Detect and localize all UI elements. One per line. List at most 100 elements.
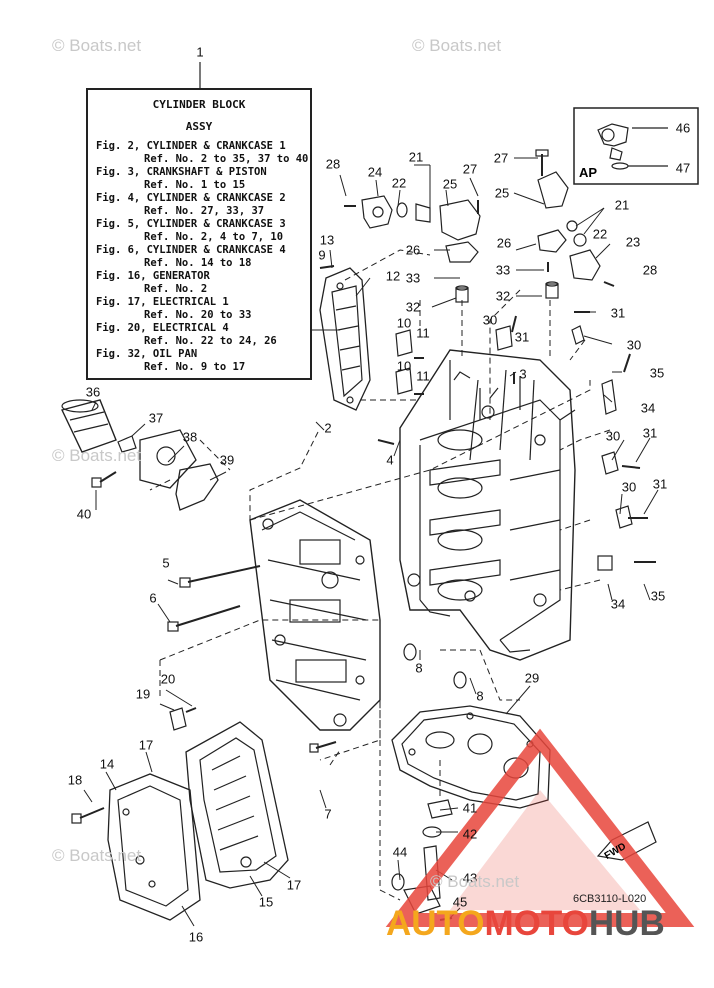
inset-label: AP: [579, 165, 598, 180]
callout: 11: [416, 325, 430, 341]
callout: 31: [652, 476, 668, 492]
callout: 45: [452, 894, 468, 910]
callout: 33: [405, 270, 421, 286]
callout: 26: [405, 242, 421, 258]
warning-triangle-logo: [385, 728, 695, 927]
callout: 8: [476, 688, 484, 704]
callout: 21: [408, 149, 424, 165]
callout: 30: [621, 479, 637, 495]
legend-box: CYLINDER BLOCK ASSY Fig. 2, CYLINDER & C…: [86, 88, 312, 380]
brand-part: AUTO: [386, 904, 485, 943]
watermark: © Boats.net: [52, 446, 142, 465]
callout: 8: [415, 660, 423, 676]
callout: 38: [182, 429, 198, 445]
legend-line: Ref. No. 9 to 17: [144, 361, 246, 373]
legend-line: Fig. 6, CYLINDER & CRANKCASE 4: [96, 244, 286, 256]
callout: 1: [196, 44, 204, 60]
callout: 20: [160, 671, 176, 687]
callout: 42: [462, 826, 478, 842]
callout: 9: [318, 247, 326, 263]
callout: 34: [610, 596, 626, 612]
callout: 26: [496, 235, 512, 251]
callout: 3: [519, 366, 527, 382]
legend-line: Ref. No. 20 to 33: [144, 309, 252, 321]
callout: 25: [494, 185, 510, 201]
oil-filter-parts: [61, 399, 219, 511]
callout: 22: [391, 175, 407, 191]
callout: 16: [188, 929, 204, 945]
small-parts: [361, 171, 633, 689]
callout: 32: [405, 299, 421, 315]
callout: 40: [76, 506, 92, 522]
callout: 31: [610, 305, 626, 321]
crankcase: [249, 499, 381, 731]
diagram-reference: 6CB3110-L020: [573, 893, 647, 905]
callout: 21: [614, 197, 630, 213]
callout: 27: [493, 150, 509, 166]
brand-logo: AUTOMOTOHUB: [386, 904, 665, 944]
legend-line: Fig. 16, GENERATOR: [96, 270, 210, 282]
exhaust-plate: [107, 707, 289, 921]
legend-title: CYLINDER BLOCK: [152, 98, 246, 111]
watermark: © Boats.net: [430, 872, 520, 891]
legend-subtitle: ASSY: [185, 120, 213, 133]
brand-part: MOTO: [484, 904, 589, 943]
callout: 39: [219, 452, 235, 468]
legend-line: Ref. No. 1 to 15: [144, 179, 246, 191]
callout: 5: [162, 555, 170, 571]
callout: 14: [99, 756, 115, 772]
callout: 10: [396, 315, 412, 331]
watermark: © Boats.net: [52, 846, 142, 865]
callout: 47: [675, 160, 691, 176]
callout: 32: [495, 288, 511, 304]
callout: 29: [524, 670, 540, 686]
exhaust-cover: [319, 267, 371, 411]
callout: 35: [650, 588, 666, 604]
callout: 10: [396, 358, 412, 374]
cylinder-block: [399, 349, 576, 661]
callout: 43: [462, 870, 478, 886]
callout: 11: [416, 368, 430, 384]
legend-line: Ref. No. 14 to 18: [144, 257, 252, 269]
callout: 2: [324, 420, 332, 436]
callout: 22: [592, 226, 608, 242]
callout: 28: [325, 156, 341, 172]
legend-line: Fig. 2, CYLINDER & CRANKCASE 1: [96, 140, 286, 152]
callout: 17: [138, 737, 154, 753]
legend-line: Ref. No. 27, 33, 37: [144, 205, 265, 217]
callout: 34: [640, 400, 656, 416]
legend-line: Fig. 17, ELECTRICAL 1: [96, 296, 229, 308]
callout: 24: [367, 164, 383, 180]
watermark: © Boats.net: [412, 36, 502, 55]
callout: 46: [675, 120, 691, 136]
legend-line: Fig. 4, CYLINDER & CRANKCASE 2: [96, 192, 286, 204]
brand-part: HUB: [588, 904, 665, 943]
callout: 33: [495, 262, 511, 278]
callout: 41: [462, 800, 478, 816]
legend-line: Fig. 3, CRANKSHAFT & PISTON: [96, 166, 267, 178]
callout: 12: [385, 268, 401, 284]
callout: 37: [148, 410, 164, 426]
legend-line: Ref. No. 22 to 24, 26: [144, 335, 277, 347]
legend-line: Fig. 5, CYLINDER & CRANKCASE 3: [96, 218, 286, 230]
callout: 31: [514, 329, 530, 345]
callout: 44: [392, 844, 408, 860]
legend-line: Ref. No. 2: [144, 283, 208, 295]
watermark: © Boats.net: [52, 36, 142, 55]
callout: 30: [626, 337, 642, 353]
legend-line: Ref. No. 2 to 35, 37 to 40: [144, 153, 309, 165]
callout: 7: [324, 806, 332, 822]
callout: 35: [649, 365, 665, 381]
bolts: [71, 149, 656, 824]
callout: 36: [85, 384, 101, 400]
legend-line: Ref. No. 2, 4 to 7, 10: [144, 231, 284, 243]
callout: 28: [642, 262, 658, 278]
callout: 19: [135, 686, 151, 702]
callout: 30: [605, 428, 621, 444]
callout: 6: [149, 590, 157, 606]
callout: 17: [286, 877, 302, 893]
callout: 23: [625, 234, 641, 250]
callout: 15: [258, 894, 274, 910]
callout: 27: [462, 161, 478, 177]
